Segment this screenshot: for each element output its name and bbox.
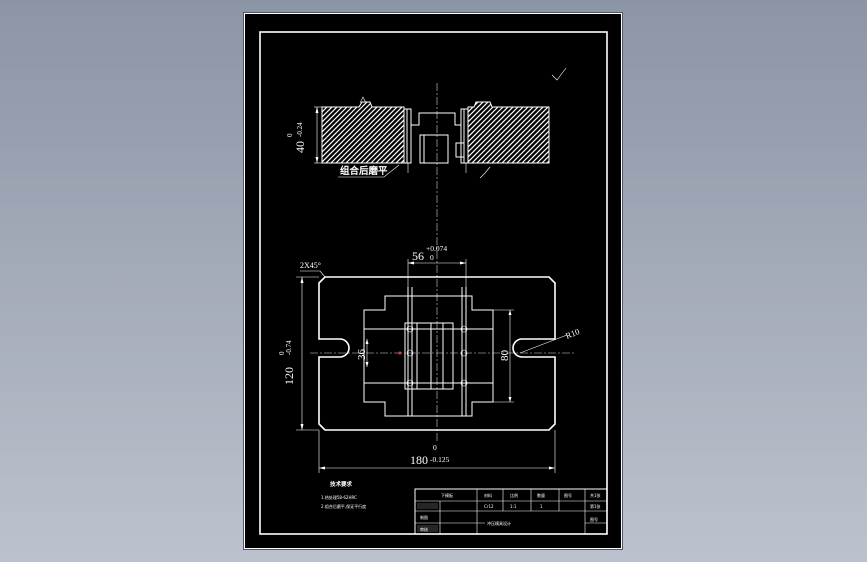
tb-scale-value: 1:1 [510,504,517,509]
hatch-line [468,102,469,163]
hatch-line [471,102,534,163]
hatch-line [491,102,549,163]
hatch-line [521,102,549,163]
hatch-line [468,102,529,163]
plan-view [296,259,574,473]
hatch-line [468,102,509,163]
hatch-line [468,102,514,163]
tb-sheet-number: 第1张 [590,503,601,509]
hatch-line [468,102,484,163]
hatch-line [496,102,549,163]
hatch-line [322,102,348,163]
hatch-line [390,102,404,163]
hatch-line [468,102,494,163]
hatch-line [335,102,398,163]
dim-inner-36: 36 [356,349,368,361]
hatch-line [322,102,343,163]
hatch-line [516,102,549,163]
tb-material-label: 材料 [484,492,492,498]
tb-part-name: 下模板 [441,492,453,498]
dim-inner-80: 80 [499,350,511,362]
hatch-line [468,102,524,163]
hatch-line [365,102,404,163]
dim-top-height: 40 [293,141,307,153]
requirements-title: 技术要求 [330,480,353,488]
hatch-line [526,102,549,163]
dim-slot-width: 56 [412,249,424,263]
tb-quantity-value: 1 [540,504,543,509]
dim-length-tol-lower: -0.125 [430,455,450,464]
outer-frame [244,13,622,549]
dim-top-height-tol-lower: -0.24 [296,122,304,137]
tb-drafter-label: 制图 [420,514,428,520]
requirements-line-1: 1.热处理58-62HRC [321,494,357,500]
hatch-line [536,102,549,163]
dim-top-height-tol-upper: 0 [286,133,294,137]
tb-checker-label: 审核 [420,526,428,532]
hatch-line [322,102,363,163]
dim-height: 120 [282,367,296,385]
dim-slot-width-tol-lower: 0 [430,253,434,262]
hatch-line [375,102,404,163]
tb-quantity-label: 数量 [537,492,545,498]
tb-material-value: Cr12 [484,504,494,509]
dim-chamfer: 2X45° [300,261,321,270]
title-block [414,488,608,535]
technical-drawing: 40 0 -0.24 组合后磨平 [244,13,622,549]
grind-note: 组合后磨平 [340,165,388,177]
hatch-line [350,102,404,163]
hatch-line [511,102,549,163]
dim-height-tol-lower: -0.74 [285,340,293,355]
tb-scale-label: 比例 [510,492,518,498]
dim-length: 180 [410,453,428,467]
dim-radius: R10 [564,326,581,341]
hatch-line [322,102,358,163]
section-view [314,96,550,179]
hatch-line [501,102,549,163]
hatch-line [322,102,338,163]
tb-sheet-total: 共1张 [590,492,601,498]
hatch-line [541,102,549,163]
dim-height-tol-upper: 0 [278,351,286,355]
hatch-line [355,102,404,163]
hatch-line [380,102,404,163]
hatch-line [468,102,499,163]
hatch-line [322,102,383,163]
hatch-line [385,102,404,163]
hatch-line [345,102,404,163]
hatch-line [400,102,404,163]
hatch-line [531,102,549,163]
tb-drawing-no-label: 图号 [564,492,572,498]
tb-drawing-code: 图号 [590,516,598,522]
hatch-line [486,102,549,163]
hatch-line [370,102,404,163]
hatch-line [360,102,404,163]
tb-project-name: 冲压模具设计 [487,520,511,526]
hatch-line [476,102,539,163]
hatch-line [481,102,544,163]
requirements-line-2: 2.组合后磨平,保证平行度 [321,503,366,509]
hatch-line [546,102,549,163]
hatch-line [322,102,373,163]
hatch-line [322,102,323,163]
hatch-line [340,102,403,163]
roughness-mark-top-right [551,67,567,81]
hatch-line [322,102,368,163]
hatch-line [325,102,388,163]
hatch-line [468,102,489,163]
hatch-line [322,102,353,163]
hatch-line [330,102,393,163]
hatch-line [468,102,504,163]
center-point-mark [398,351,402,355]
dim-length-tol-upper: 0 [433,443,437,452]
hatch-line [506,102,549,163]
hatch-line [322,102,378,163]
drawing-sheet: 40 0 -0.24 组合后磨平 [244,13,622,549]
hatch-line [468,102,519,163]
dim-slot-width-tol-upper: +0.074 [426,244,447,253]
